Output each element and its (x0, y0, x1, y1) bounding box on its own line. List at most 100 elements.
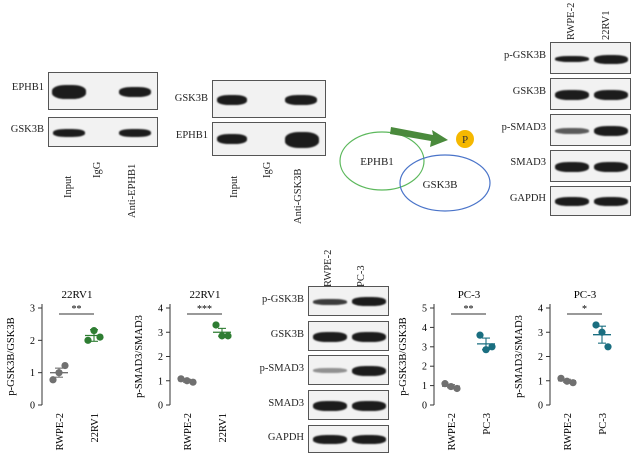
row-label: SMAD3 (268, 398, 304, 409)
x-tick-label: RWPE-2 (55, 413, 66, 450)
lane-label: Input (229, 175, 240, 198)
y-tick-label: 1 (30, 368, 35, 379)
y-axis-label: p-GSK3B/GSK3B (6, 317, 17, 395)
row-label: GSK3B (174, 93, 208, 104)
x-tick-label: RWPE-2 (563, 413, 574, 450)
y-tick-label: 4 (158, 304, 163, 315)
significance-label: *** (197, 304, 212, 315)
y-tick-label: 4 (422, 323, 427, 334)
data-point (447, 382, 455, 391)
blot-row (48, 72, 158, 110)
row-label: SMAD3 (510, 157, 546, 168)
data-point (49, 376, 57, 384)
y-tick-label: 0 (158, 401, 163, 412)
blot-row (308, 355, 389, 385)
data-point (482, 346, 490, 354)
lane-label: PC-3 (356, 265, 367, 287)
data-point (183, 377, 191, 385)
row-label: p-GSK3B (261, 294, 304, 305)
y-tick-label: 0 (422, 401, 427, 412)
row-label: p-SMAD3 (259, 363, 304, 374)
ephb1-label: EPHB1 (360, 156, 394, 168)
data-point (218, 332, 226, 340)
x-tick-label: 22RV1 (218, 413, 229, 443)
lane-label: RWPE-2 (566, 2, 577, 40)
data-point (476, 331, 484, 339)
data-point (189, 378, 197, 386)
blot-row (550, 186, 631, 216)
x-tick-label: 22RV1 (90, 413, 101, 443)
lane-label: Anti-EPHB1 (127, 163, 138, 218)
data-point (557, 374, 565, 382)
phosphorylation-arrow (390, 127, 448, 147)
blot-row (308, 425, 389, 453)
chart-title: 22RV1 (190, 289, 221, 301)
lane-label: IgG (92, 161, 103, 178)
x-tick-label: RWPE-2 (447, 413, 458, 450)
data-point (96, 333, 104, 341)
chart-title: 22RV1 (62, 289, 93, 301)
y-axis-label: p-SMAD3/SMAD3 (134, 315, 145, 398)
phospho-icon (456, 130, 474, 148)
chart-title: PC-3 (458, 289, 481, 301)
interaction-schematic: P EPHB1 GSK3B (339, 127, 491, 212)
significance-label: ** (72, 304, 82, 315)
x-tick-label: RWPE-2 (183, 413, 194, 450)
y-tick-label: 1 (538, 376, 543, 387)
data-point (61, 361, 69, 370)
chart-title: PC-3 (574, 289, 597, 301)
y-tick-label: 1 (422, 381, 427, 392)
blot-row (550, 78, 631, 110)
row-label: p-GSK3B (503, 50, 546, 61)
blot-row (550, 150, 631, 182)
data-point (592, 321, 600, 329)
lane-label: Input (63, 175, 74, 198)
blot-row (212, 122, 326, 156)
y-tick-label: 5 (422, 304, 427, 315)
blot-row (308, 321, 389, 351)
significance-label: * (582, 304, 587, 315)
phospho-label: P (462, 134, 468, 146)
blot-row (550, 114, 631, 146)
row-label: GSK3B (10, 124, 44, 135)
lane-label: RWPE-2 (323, 249, 334, 287)
row-label: GSK3B (512, 86, 546, 97)
y-tick-label: 3 (422, 342, 427, 353)
data-point (563, 377, 571, 385)
blot-row (212, 80, 326, 118)
gsk3b-node (399, 154, 491, 212)
y-tick-label: 2 (538, 352, 543, 363)
y-axis-label: p-GSK3B/GSK3B (398, 317, 409, 395)
y-tick-label: 0 (538, 401, 543, 412)
data-point (598, 328, 606, 336)
data-point (604, 343, 612, 351)
data-point (224, 332, 232, 340)
y-tick-label: 3 (538, 328, 543, 339)
y-tick-label: 2 (158, 352, 163, 363)
significance-label: ** (464, 304, 474, 315)
row-label: p-SMAD3 (501, 122, 546, 133)
data-point (212, 321, 220, 329)
blot-row (550, 42, 631, 74)
data-point (84, 336, 92, 344)
gsk3b-label: GSK3B (423, 179, 458, 191)
blot-row (308, 286, 389, 316)
y-tick-label: 3 (30, 304, 35, 315)
row-label: GAPDH (267, 432, 304, 443)
lane-label: Anti-GSK3B (293, 168, 304, 224)
y-axis-label: p-SMAD3/SMAD3 (514, 315, 525, 398)
x-tick-label: PC-3 (598, 413, 609, 435)
lane-label: 22RV1 (601, 10, 612, 41)
y-tick-label: 2 (422, 362, 427, 373)
row-label: GSK3B (270, 329, 304, 340)
lane-label: IgG (262, 161, 273, 178)
y-tick-label: 2 (30, 336, 35, 347)
data-point (453, 384, 461, 393)
row-label: EPHB1 (175, 130, 208, 141)
data-point (569, 379, 577, 387)
blot-row (48, 117, 158, 147)
